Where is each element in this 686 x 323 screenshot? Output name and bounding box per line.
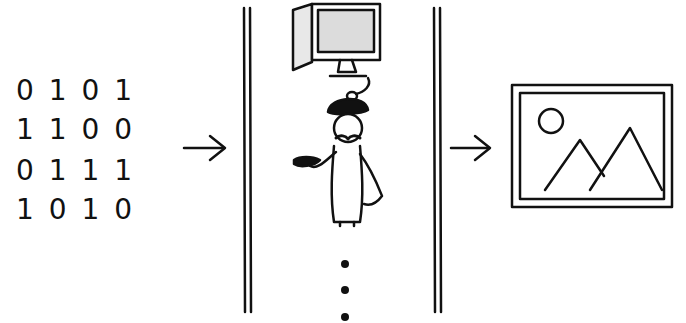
binary-row: 0 1 0 1 bbox=[16, 75, 132, 107]
flow-arrow bbox=[451, 136, 490, 160]
binary-row: 1 1 0 0 bbox=[16, 114, 132, 146]
binary-row: 0 1 1 1 bbox=[16, 155, 132, 187]
picture-frame bbox=[512, 85, 672, 207]
flow-arrow bbox=[184, 136, 225, 160]
ellipsis-dots bbox=[341, 260, 349, 321]
painter-figure bbox=[294, 99, 382, 226]
binary-row: 1 0 1 0 bbox=[16, 194, 132, 226]
computer-icon bbox=[293, 4, 380, 100]
